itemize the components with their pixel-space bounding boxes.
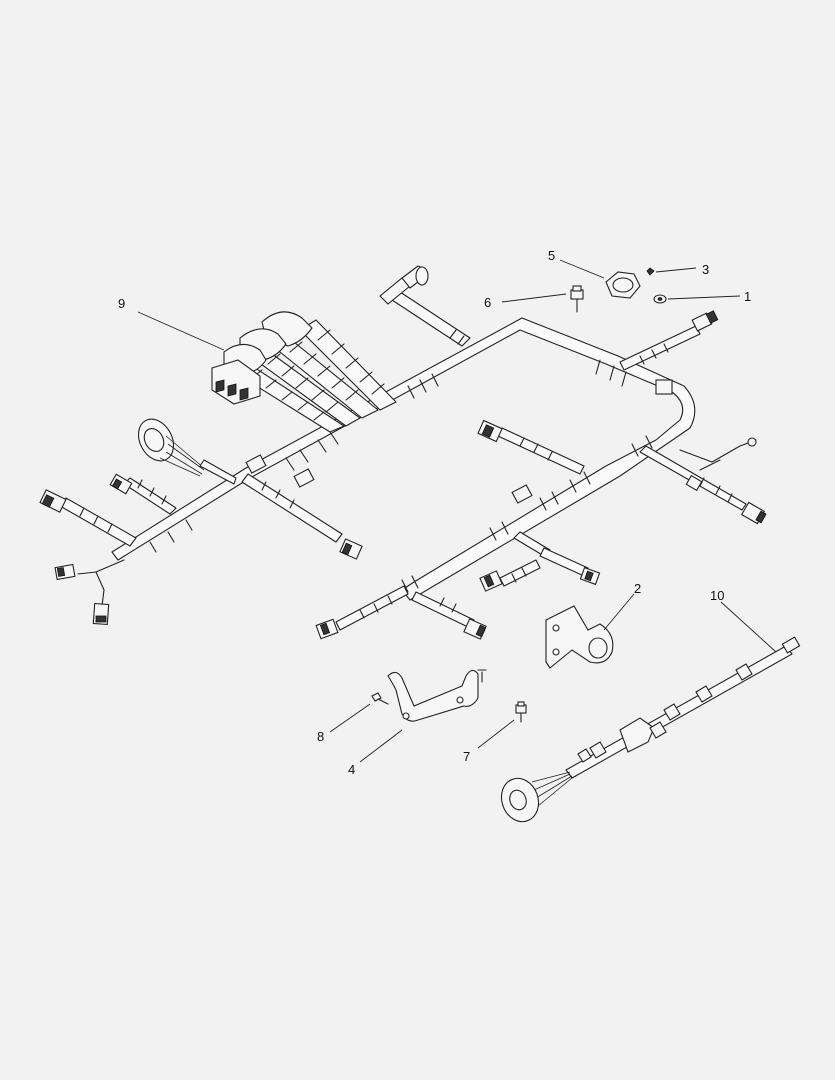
- part-2-bracket: [545, 605, 614, 669]
- callout-10: 10: [710, 588, 724, 603]
- callout-1: 1: [744, 289, 751, 304]
- callout-7: 7: [463, 749, 470, 764]
- callout-labels: 9 5 3 1 6 2 10 8 4 7: [118, 248, 751, 777]
- callout-leaders: [137, 259, 777, 763]
- part-1-washer: [653, 294, 667, 304]
- callout-3: 3: [702, 262, 709, 277]
- callout-8: 8: [317, 729, 324, 744]
- part-7-bolt: [515, 701, 527, 723]
- part-6-bolt: [570, 285, 584, 313]
- part-8-screw: [371, 692, 389, 705]
- part-10-sub-harness: [500, 636, 801, 823]
- callout-5: 5: [548, 248, 555, 263]
- callout-9: 9: [118, 296, 125, 311]
- part-3-small-fastener: [646, 267, 655, 276]
- part-5-hex-nut: [605, 271, 641, 299]
- callout-4: 4: [348, 762, 355, 777]
- part-4-mounting-bracket: [387, 669, 487, 722]
- callout-2: 2: [634, 581, 641, 596]
- main-wiring-harness: [39, 265, 767, 640]
- callout-6: 6: [484, 295, 491, 310]
